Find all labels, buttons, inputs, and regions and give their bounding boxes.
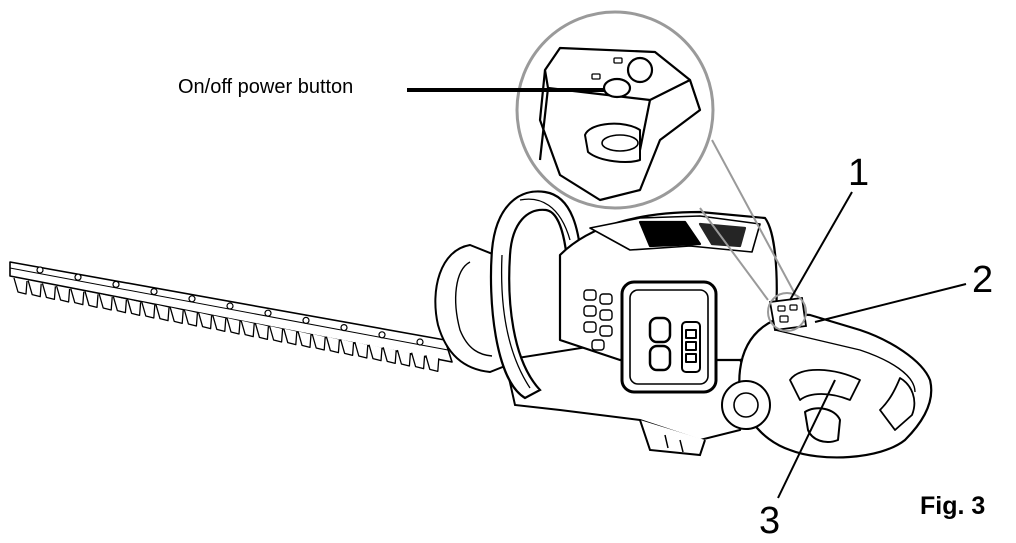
- battery-pack: [558, 210, 778, 394]
- blade-rivet: [416, 338, 424, 346]
- power-button-callout-label: On/off power button: [178, 76, 354, 98]
- blade-tooth: [354, 341, 369, 359]
- blade-tooth: [27, 280, 42, 298]
- rear-handle: [721, 313, 933, 459]
- blade-tooth: [226, 317, 241, 335]
- blade-tooth: [70, 288, 85, 306]
- blade-tooth: [197, 312, 213, 330]
- blade-rivet: [150, 288, 158, 296]
- callout-number-3: 3: [759, 500, 781, 542]
- blade-tooth: [155, 304, 170, 322]
- blade-tooth: [425, 355, 440, 372]
- detail-highlight-circle: [767, 292, 807, 332]
- blade-tooth: [410, 352, 426, 370]
- trigger: [804, 407, 841, 443]
- blade: [9, 261, 453, 372]
- blade-tooth: [112, 296, 128, 314]
- blade-tooth: [98, 293, 113, 311]
- blade-tooth: [254, 323, 270, 340]
- blade-rivet: [264, 309, 272, 317]
- blade-tooth: [339, 339, 355, 356]
- battery-charge-indicator: [681, 321, 701, 373]
- blade-rivet: [36, 266, 44, 274]
- blade-rivet: [378, 331, 386, 339]
- blade-teeth: [13, 277, 440, 372]
- blade-tooth: [183, 309, 199, 327]
- blade-rivets: [36, 266, 424, 346]
- blade-tooth: [41, 283, 57, 300]
- blade-tooth: [141, 301, 156, 319]
- blade-tooth: [283, 328, 298, 346]
- blade-tooth: [126, 299, 142, 316]
- leader-2: [814, 283, 967, 323]
- blade-bar: [9, 261, 453, 363]
- callout-number-2: 2: [972, 259, 994, 301]
- blade-tooth: [84, 291, 99, 308]
- callout-number-1: 1: [848, 152, 870, 194]
- blade-rivet: [302, 316, 310, 324]
- blade-rivet: [188, 295, 196, 303]
- magnifier-connectors: [699, 139, 796, 301]
- blade-rivet: [74, 273, 82, 281]
- blade-rivet: [340, 324, 348, 332]
- blade-tooth: [55, 285, 71, 303]
- blade-tooth: [396, 349, 412, 367]
- blade-tooth: [311, 333, 326, 351]
- blade-tooth: [212, 315, 227, 332]
- battery-80v-logo: [648, 316, 672, 372]
- battery-vents: [583, 289, 613, 351]
- blade-tooth: [297, 331, 312, 348]
- callout-lines: [407, 88, 967, 499]
- leader-1: [789, 191, 853, 301]
- blade-tooth: [325, 336, 341, 354]
- blade-rivet: [226, 302, 234, 310]
- blade-tooth: [169, 307, 184, 324]
- figure-label: Fig. 3: [920, 492, 986, 520]
- leader-3: [777, 379, 836, 499]
- blade-tooth: [13, 277, 28, 295]
- blade-tooth: [268, 325, 284, 343]
- magnified-detail: [515, 10, 715, 210]
- blade-rivet: [112, 280, 120, 288]
- blade-tooth: [368, 344, 383, 362]
- blade-tooth: [382, 347, 397, 364]
- blade-tooth: [240, 320, 255, 338]
